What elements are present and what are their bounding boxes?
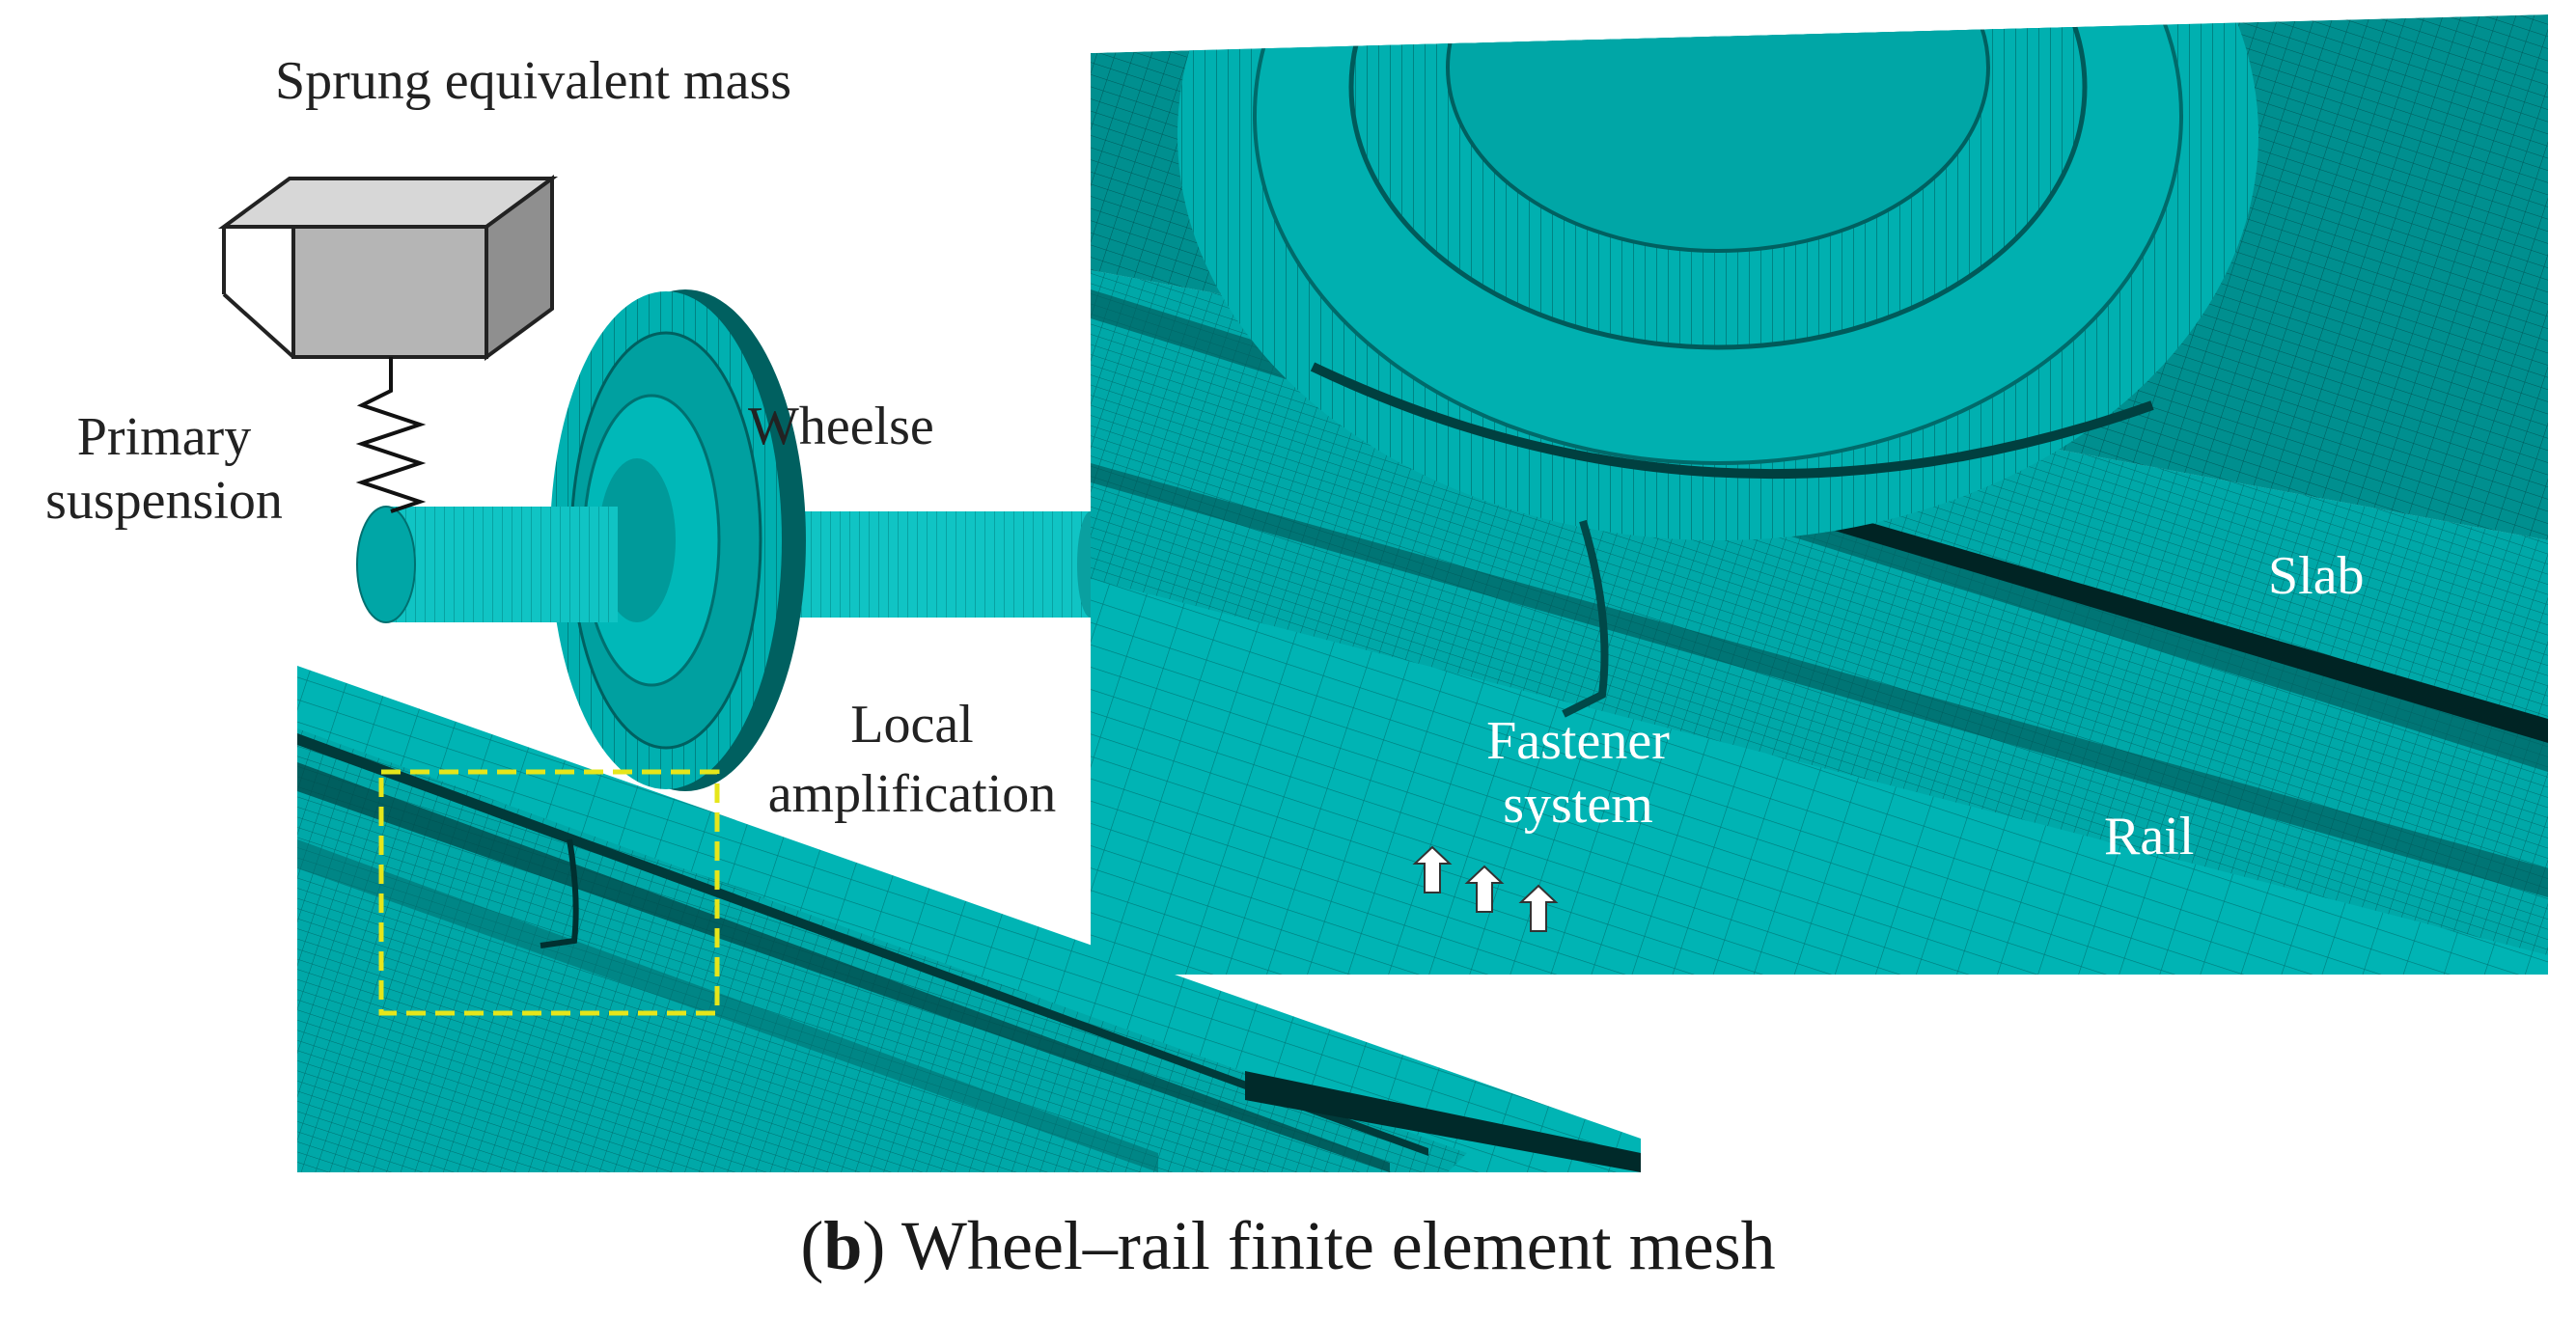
local-amplification-line2: amplification xyxy=(767,764,1057,824)
caption-open-paren: ( xyxy=(800,1207,824,1284)
fastener-arrows xyxy=(1412,845,1559,932)
wheelset-axle xyxy=(772,511,1104,618)
sprung-mass-label: Sprung equivalent mass xyxy=(275,51,792,111)
figure-caption: (b) Wheel–rail finite element mesh xyxy=(0,1206,2576,1286)
caption-close-paren: ) xyxy=(862,1207,886,1284)
sprung-mass-box xyxy=(217,175,559,361)
caption-letter: b xyxy=(823,1207,863,1284)
primary-suspension-spring xyxy=(355,357,427,513)
primary-suspension-label: Primary suspension xyxy=(19,405,309,533)
primary-suspension-line1: Primary xyxy=(76,407,252,467)
fastener-system-line1: Fastener xyxy=(1486,711,1670,771)
local-amplification-label: Local amplification xyxy=(724,690,1100,829)
axle-stub xyxy=(356,506,618,623)
fastener-system-label: Fastener system xyxy=(1448,709,1708,837)
fastener-system-line2: system xyxy=(1503,775,1653,835)
local-amplification-line1: Local xyxy=(850,695,974,755)
caption-text: Wheel–rail finite element mesh xyxy=(885,1207,1776,1284)
rail-label: Rail xyxy=(2104,807,2195,866)
slab-label: Slab xyxy=(2268,546,2365,606)
zoom-panel xyxy=(1091,14,2548,975)
primary-suspension-line2: suspension xyxy=(45,471,283,531)
wheelset-label: Wheelse xyxy=(748,397,934,456)
wheelset-wheel xyxy=(550,289,806,791)
